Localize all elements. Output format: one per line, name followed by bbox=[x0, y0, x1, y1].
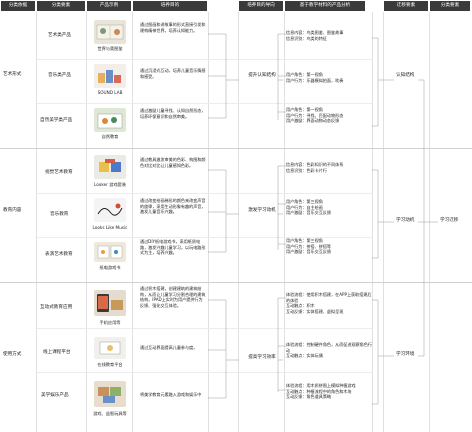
analysis-block: 用户角色：第三视角用户行为：自主绘画用户激励：音乐交互反馈 bbox=[286, 199, 332, 216]
goal-text: 通过互动界面提高儿童参与度。 bbox=[140, 345, 198, 350]
product-caption: 自然教育 bbox=[101, 134, 119, 139]
goal-text: 通过DIY纸电游戏书，采用纸质电路，激发兴趣儿童学习，以玩电路形式为主，培养兴趣… bbox=[140, 239, 206, 256]
element-perform: 表演艺术教育 bbox=[45, 252, 73, 257]
product-caption: Looker 游戏套装 bbox=[93, 182, 127, 187]
product-image-sound-lab bbox=[94, 64, 126, 88]
header-element: 分类要素 bbox=[37, 1, 85, 11]
product-caption: Looks Like Music bbox=[92, 225, 128, 230]
header-final: 分类要素 bbox=[430, 1, 470, 11]
orientation-motivation: 激发学习动机 bbox=[248, 208, 276, 213]
analysis-block: 体验流程：使用积木搭建，在APP上获取搭建后的体验互动触点：积木互动反馈：实体搭… bbox=[286, 292, 372, 314]
migration-motivation: 学习动机 bbox=[396, 218, 415, 223]
orientation-cognition: 提升认知结构 bbox=[248, 73, 276, 78]
product-image-paper-circuit bbox=[94, 242, 126, 262]
product-image-looks-like-music bbox=[94, 198, 126, 222]
goal-text: 通过激励儿童寻找、认知自然形态，培养环保意识和自然审美。 bbox=[140, 108, 206, 119]
connector bbox=[208, 80, 227, 119]
goal-text: 通过图画和讲故事的形式直接引发和建构精神世界，培养认知能力。 bbox=[140, 22, 206, 33]
element-online: 线上课程平台 bbox=[43, 350, 71, 355]
orientation-efficiency: 提高学习效率 bbox=[248, 355, 276, 360]
connector bbox=[372, 169, 379, 259]
analysis-block: 体验流程：用木质拼图上模拟种植游戏互动触点：种植流程中的角色和木块互动反馈：角色… bbox=[286, 383, 356, 400]
goal-text: 通过沉浸式互动，培养儿童音乐情感和感受。 bbox=[140, 68, 206, 79]
product-image-mobile-app bbox=[94, 290, 126, 316]
product-image-nature bbox=[94, 108, 126, 132]
goal-text: 通过积木搭建，创建建筑的建筑结构，从而让儿童学习分割合理的建筑结构，IPAD上实… bbox=[140, 286, 206, 308]
connector bbox=[208, 214, 227, 253]
header-migration: 迁移要素 bbox=[384, 1, 428, 11]
header-basis: 分类依据 bbox=[1, 1, 35, 11]
analysis-block: 用户角色：第一视角用户行为：寻找、匹配动物形态用户激励：界面动物动态反馈 bbox=[286, 107, 344, 124]
analysis-block: 用户角色：第一视角用户行为：乐器模拟拍面，吹奏 bbox=[286, 72, 344, 83]
analysis-block: 用户角色：第三视角用户行为：拼搭、拼搭等用户激励：音乐交互反馈 bbox=[286, 238, 332, 255]
connector bbox=[208, 360, 227, 399]
connector bbox=[208, 299, 239, 361]
goal-text: 将美学教育元素融入游戏和娱乐中 bbox=[140, 392, 202, 397]
header-analysis: 基于教学材料的产品分析 bbox=[285, 1, 365, 11]
migration-cognition: 认知结构 bbox=[396, 73, 415, 78]
connector bbox=[208, 169, 239, 215]
basis-art-form: 艺术形式 bbox=[3, 72, 22, 77]
product-caption: SOUND LAB bbox=[97, 90, 123, 95]
product-image-looker bbox=[94, 155, 126, 179]
product-image-bird-book bbox=[94, 20, 126, 44]
element-music: 音乐类产品 bbox=[48, 73, 71, 78]
product-image-puzzle bbox=[94, 381, 126, 407]
product-caption: 游戏、益智玩具等 bbox=[93, 411, 127, 416]
element-interactive: 互动式教育应用 bbox=[40, 305, 73, 310]
product-caption: 纸电游戏书 bbox=[99, 265, 121, 270]
goal-text: 通过教具激发审美的色彩、构图和颜色对比对比让儿童感知色彩。 bbox=[140, 157, 206, 168]
element-art: 艺术类产品 bbox=[48, 33, 71, 38]
basis-edu-content: 教育内容 bbox=[3, 208, 22, 213]
product-image-online-platform bbox=[94, 337, 126, 359]
final-transfer: 学习迁移 bbox=[440, 218, 459, 223]
analysis-block: 信息内容：鸟类图鉴、图鉴故事信息识别：鸟类的特征 bbox=[286, 30, 344, 41]
element-nature: 自然美学类产品 bbox=[40, 118, 73, 123]
goal-text: 通过改变给画梯形的颜色来改变声音的旋律，采用生动形象有趣的声音，激发儿童音乐兴趣… bbox=[140, 198, 206, 215]
connector bbox=[372, 37, 379, 127]
analysis-block: 体验流程：控制硬件角色，从而促进观察角色行动互动触点：实体玩偶 bbox=[286, 342, 372, 359]
header-goal: 培养目的 bbox=[133, 1, 207, 11]
connector bbox=[208, 33, 239, 81]
connector bbox=[418, 79, 425, 357]
migration-environment: 学习环境 bbox=[396, 352, 415, 357]
basis-usage: 使用方式 bbox=[3, 352, 22, 357]
connector bbox=[372, 299, 379, 405]
header-product: 产品示例 bbox=[87, 1, 131, 11]
header-orientation: 培养目的导向 bbox=[239, 1, 283, 11]
analysis-block: 信息内容：色彩知识的不同体系信息识别：色彩卡片行 bbox=[286, 162, 344, 173]
element-music-edu: 音乐教育 bbox=[50, 212, 69, 217]
product-caption: 世界与奥图鉴 bbox=[97, 46, 123, 51]
element-visual: 视觉艺术教育 bbox=[45, 170, 73, 175]
element-aesthetic: 美学娱乐产品 bbox=[41, 393, 69, 398]
product-caption: 在线教育平台 bbox=[97, 362, 123, 367]
product-caption: 手机应用等 bbox=[99, 320, 121, 325]
